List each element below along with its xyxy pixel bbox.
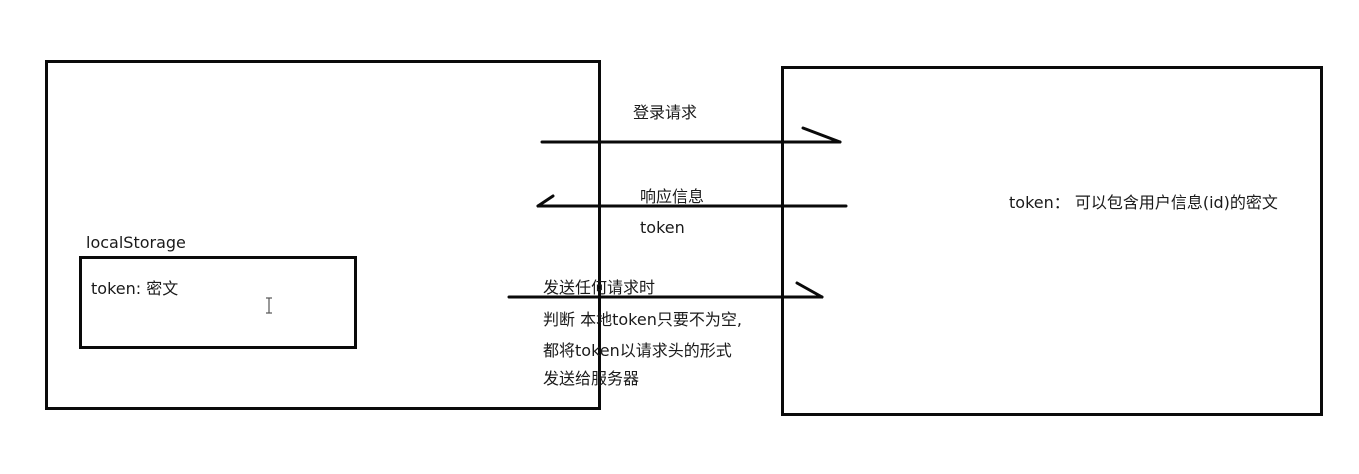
token-storage-entry: token: 密文 (91, 279, 179, 298)
login-request-label: 登录请求 (633, 103, 698, 122)
send-request-note-line: 判断 本地token只要不为空, (543, 310, 742, 329)
send-request-note-line: 都将token以请求头的形式 (543, 341, 732, 360)
client-box (45, 60, 601, 410)
server-box (781, 66, 1323, 416)
server-token-note: token： 可以包含用户信息(id)的密文 (1009, 193, 1278, 212)
response-token-label: token (640, 218, 685, 237)
send-request-note-line: 发送给服务器 (543, 369, 640, 388)
send-request-note-line: 发送任何请求时 (543, 278, 656, 297)
response-info-label: 响应信息 (640, 187, 705, 206)
local-storage-box (79, 256, 357, 349)
local-storage-label: localStorage (86, 233, 186, 252)
text-cursor-icon (266, 297, 272, 314)
